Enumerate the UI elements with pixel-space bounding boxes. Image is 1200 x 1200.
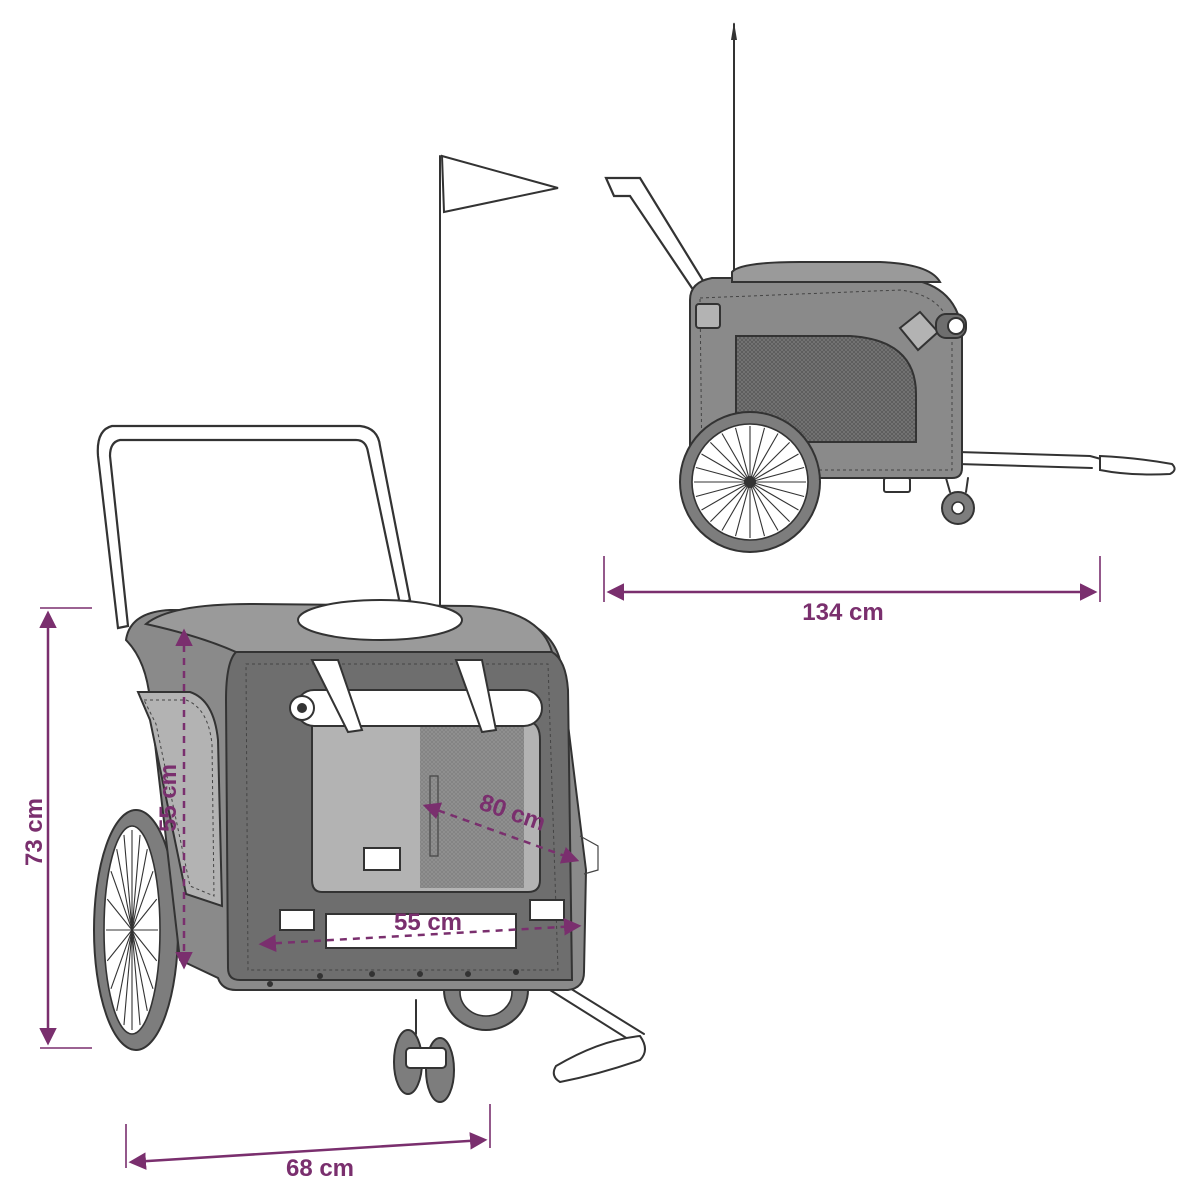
label-interior-width: 55 cm (394, 909, 462, 936)
label-interior-height: 55 cm (155, 764, 182, 832)
wheel-spoke (123, 929, 133, 1026)
wheel-spoke (701, 453, 751, 483)
front-left-strap (310, 659, 364, 734)
front-right-reflector (529, 899, 565, 921)
wheel-spoke (131, 929, 148, 1012)
front-inner-tag (363, 847, 401, 871)
side-front-reflector (695, 303, 721, 329)
front-view-illustration (93, 154, 646, 1103)
wheel-spoke (116, 929, 133, 1012)
side-mesh-window (735, 335, 917, 443)
wheel-spoke (749, 481, 805, 498)
front-roof-window (297, 599, 463, 641)
wheel-spoke (710, 442, 751, 483)
wheel-spoke (131, 848, 148, 931)
side-kickstand (883, 477, 911, 493)
wheel-spoke (749, 466, 805, 483)
wheel-spoke (695, 481, 751, 498)
wheel-spoke (106, 929, 133, 962)
label-side-length: 134 cm (802, 599, 883, 626)
wheel-spoke (749, 453, 799, 483)
wheel-spoke (131, 929, 158, 962)
wheel-spoke (721, 433, 751, 483)
side-main-wheel (679, 411, 821, 553)
dimension-overall-width: 68 cm (125, 1104, 491, 1182)
side-push-handle (604, 176, 712, 302)
wheel-spoke (695, 466, 751, 483)
label-overall-height: 73 cm (21, 798, 48, 866)
front-right-strap (454, 659, 498, 734)
dimension-interior-width: 55 cm (258, 909, 582, 952)
wheel-spoke (749, 481, 779, 531)
dimension-side-length: 134 cm (603, 556, 1101, 626)
wheel-spoke (131, 871, 154, 931)
side-tow-hitch-strap (1099, 454, 1176, 476)
dimension-overall-height: 73 cm (21, 607, 92, 1049)
wheel-spoke (106, 898, 133, 931)
front-left-wheel (93, 809, 179, 1051)
wheel-spoke (123, 834, 133, 931)
wheel-spoke (734, 427, 751, 483)
wheel-spoke (749, 427, 766, 483)
wheel-spoke (110, 871, 133, 931)
wheel-spoke (116, 848, 133, 931)
wheel-spoke (710, 481, 751, 522)
label-overall-width: 68 cm (286, 1155, 354, 1182)
wheel-spoke (110, 929, 133, 989)
wheel-spoke (749, 481, 766, 537)
wheel-spoke (701, 481, 751, 511)
wheel-spoke (131, 898, 158, 931)
side-flag-tip (731, 22, 737, 40)
side-tow-bar (957, 451, 1113, 463)
front-flag (440, 154, 559, 214)
wheel-spoke (749, 442, 790, 483)
wheel-spoke (749, 433, 779, 483)
wheel-spoke (131, 929, 141, 1026)
wheel-spoke (749, 481, 790, 522)
front-push-handle (96, 424, 412, 630)
side-roof-cover (731, 261, 942, 283)
front-caster-wheel (393, 999, 455, 1103)
wheel-spoke (721, 481, 751, 531)
wheel-spoke (131, 834, 141, 931)
side-view-illustration (604, 22, 1176, 553)
dimension-interior-height: 55 cm (155, 628, 193, 970)
wheel-spoke (749, 481, 799, 511)
front-tow-bar (549, 989, 637, 1045)
wheel-spoke (734, 481, 751, 537)
front-tow-hitch-strap (552, 1034, 646, 1084)
wheel-spoke (131, 929, 154, 989)
front-left-reflector (279, 909, 315, 931)
